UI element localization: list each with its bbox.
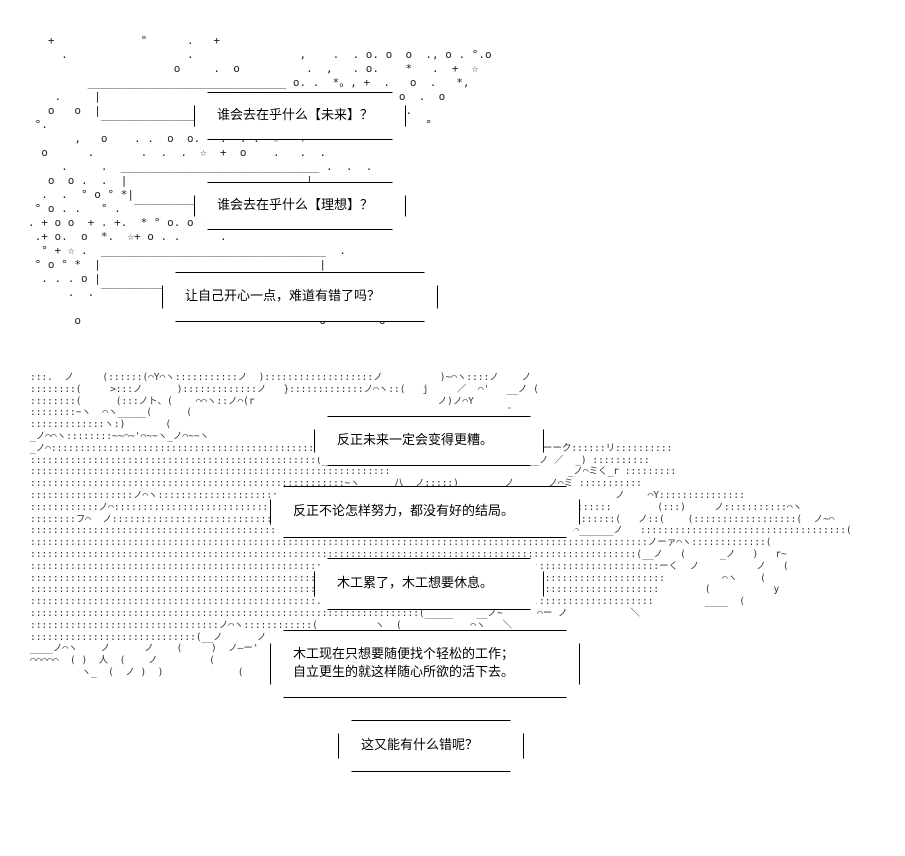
speech-bubble-1: 谁会去在乎什么【未来】？ [194,92,406,140]
speech-bubble-6: 木工累了，木工想要休息。 [314,558,544,610]
speech-bubble-8: 这又能有什么错呢？ [338,720,524,772]
bubble-line: 反正不论怎样努力，都没有好的结局。 [293,504,515,519]
bubble-line: 谁会去在乎什么【未来】？ [217,108,374,123]
bubble-line: 反正未来一定会变得更糟。 [337,433,494,448]
bubble-line: 木工累了，木工想要休息。 [337,576,494,591]
speech-bubble-7: 木工现在只想要随便找个轻松的工作； 自立更生的就这样随心所欲的活下去。 [270,630,580,698]
speech-bubble-3: 让自己开心一点，难道有错了吗？ [162,272,438,322]
bubble-line: 自立更生的就这样随心所欲的活下去。 [293,665,515,680]
bubble-line: 让自己开心一点，难道有错了吗？ [185,289,381,304]
speech-bubble-5: 反正不论怎样努力，都没有好的结局。 [270,486,580,538]
bubble-line: 木工现在只想要随便找个轻松的工作； [293,647,515,662]
speech-bubble-4: 反正未来一定会变得更糟。 [314,416,544,466]
bubble-line: 谁会去在乎什么【理想】？ [217,198,374,213]
speech-bubble-2: 谁会去在乎什么【理想】？ [194,182,406,230]
bubble-line: 这又能有什么错呢？ [361,738,479,753]
